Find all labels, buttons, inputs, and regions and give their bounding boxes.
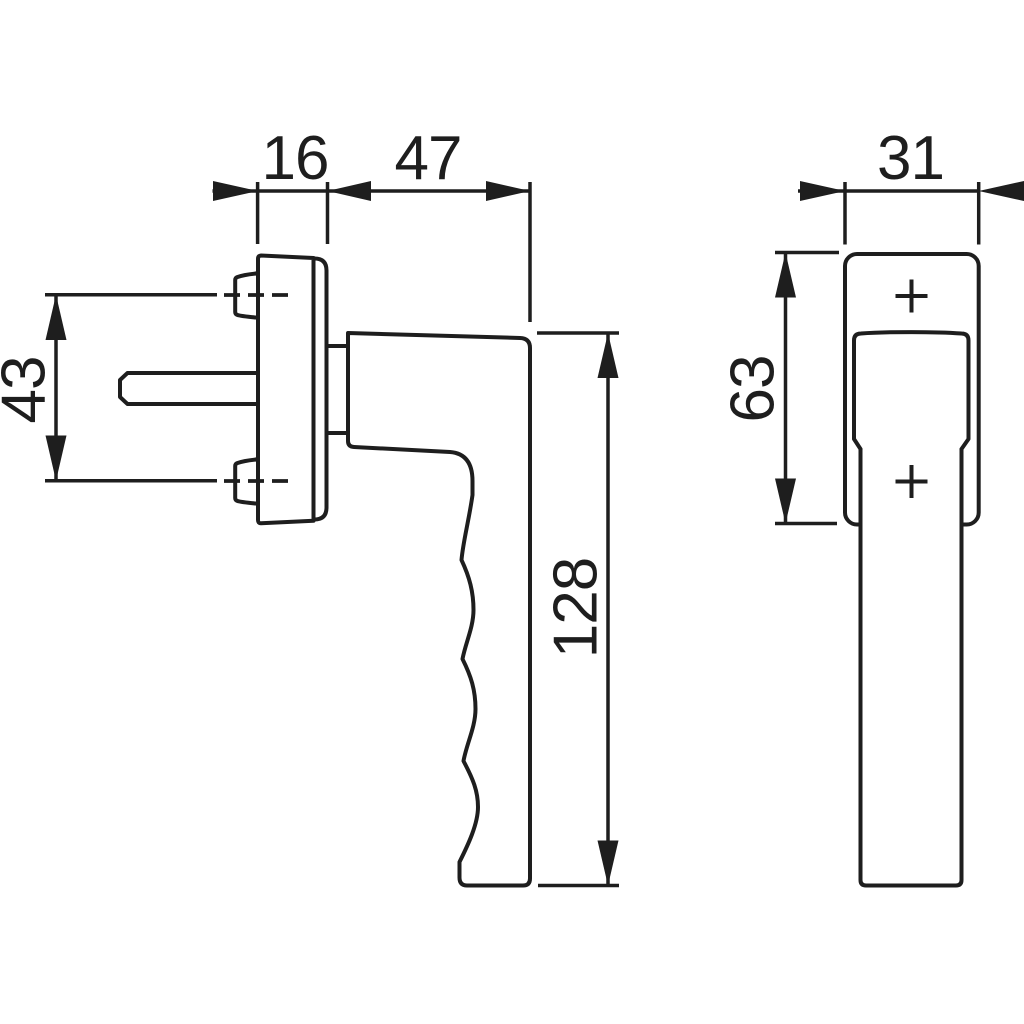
svg-text:31: 31	[877, 124, 944, 193]
svg-text:128: 128	[542, 558, 611, 658]
svg-text:47: 47	[395, 124, 462, 193]
svg-text:63: 63	[719, 356, 788, 423]
svg-text:43: 43	[0, 357, 59, 424]
svg-text:16: 16	[262, 124, 329, 193]
